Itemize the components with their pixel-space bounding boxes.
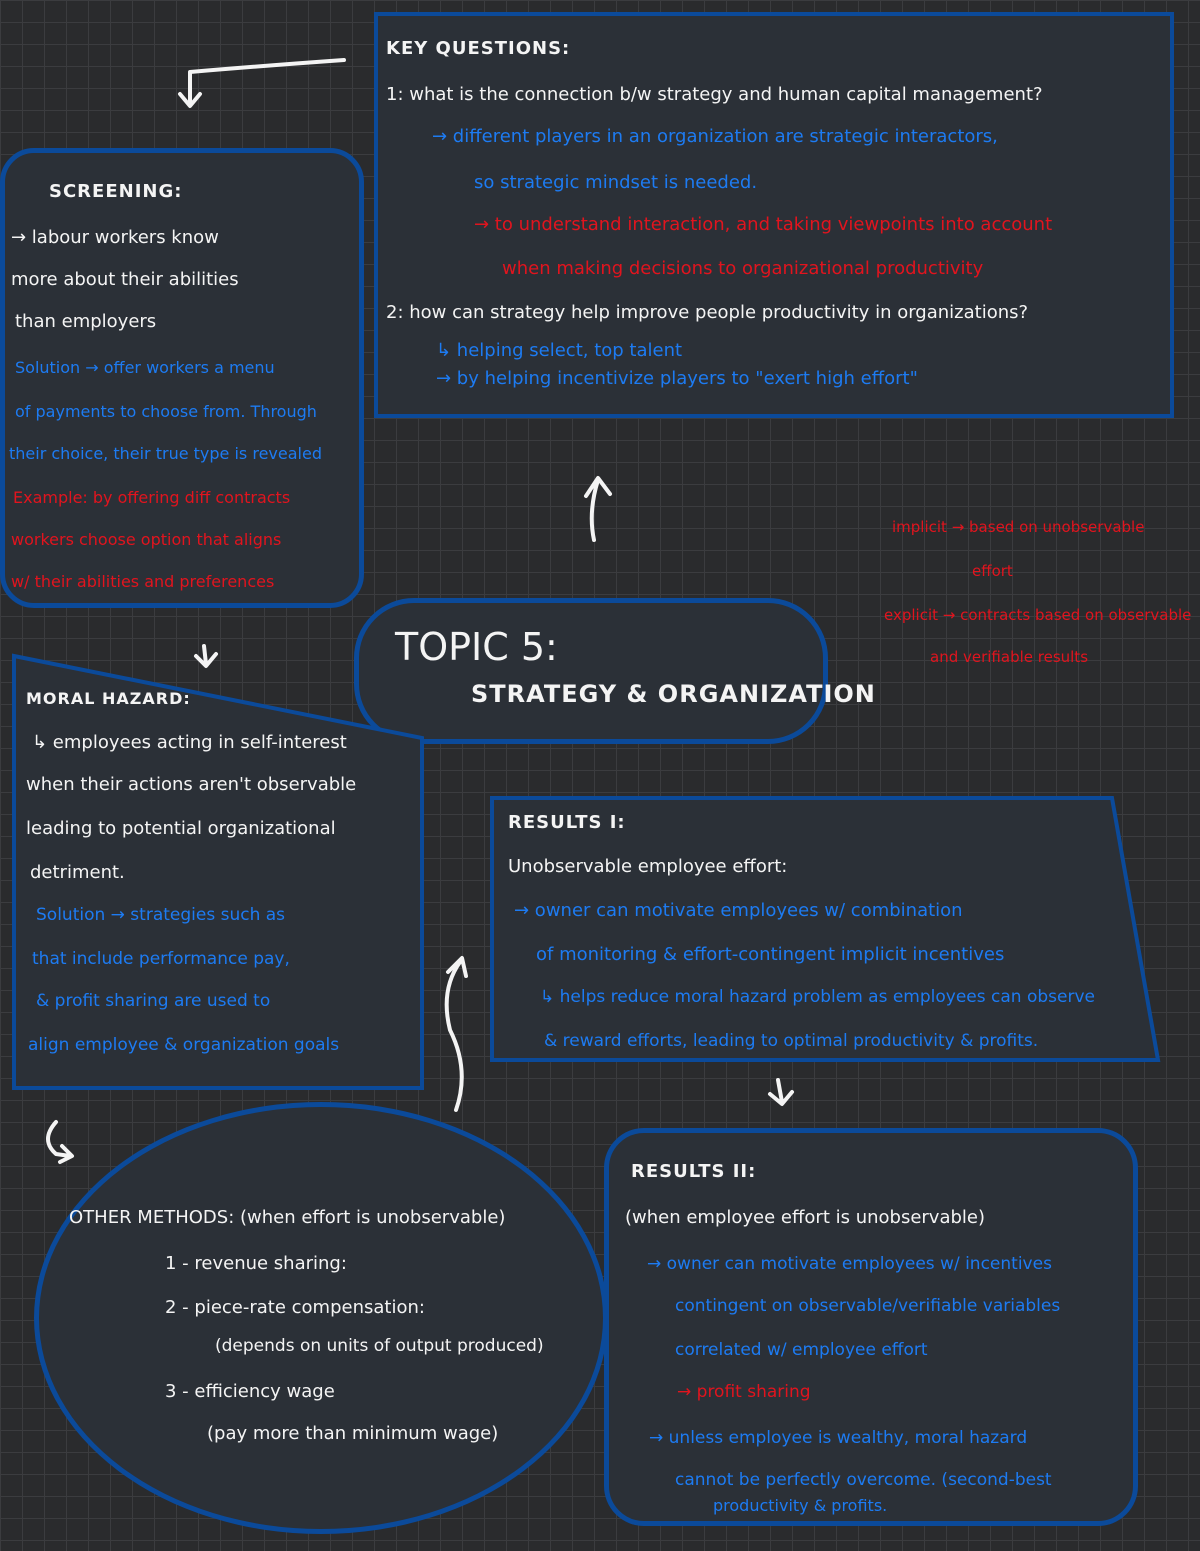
screening-line-1: → labour workers know xyxy=(11,227,219,248)
results-2-line-5: → profit sharing xyxy=(677,1382,811,1402)
topic-cloud: TOPIC 5: STRATEGY & ORGANIZATION xyxy=(354,598,875,744)
moral-hazard-line-4: detriment. xyxy=(30,862,125,883)
other-methods-line-1: 1 - revenue sharing: xyxy=(165,1253,347,1274)
moral-hazard-line-6: that include performance pay, xyxy=(32,949,290,969)
q2-answer-1: ↳ helping select, top talent xyxy=(436,340,683,361)
question-2: 2: how can strategy help improve people … xyxy=(386,302,1029,323)
key-questions-box: KEY QUESTIONS: 1: what is the connection… xyxy=(374,12,1174,418)
arrow-to-results-1 xyxy=(444,956,468,1112)
arrow-to-screening xyxy=(178,58,346,108)
moral-hazard-line-1: ↳ employees acting in self-interest xyxy=(32,732,347,753)
moral-hazard-line-5: Solution → strategies such as xyxy=(36,905,286,925)
q1-answer-2: so strategic mindset is needed. xyxy=(474,172,758,193)
moral-hazard-line-8: align employee & organization goals xyxy=(28,1035,340,1055)
results-2-line-1: (when employee effort is unobservable) xyxy=(625,1207,986,1228)
moral-hazard-line-7: & profit sharing are used to xyxy=(36,991,271,1011)
side-note-3: explicit → contracts based on observable xyxy=(884,606,1192,624)
question-1: 1: what is the connection b/w strategy a… xyxy=(386,84,1043,105)
results-2-line-6: → unless employee is wealthy, moral haza… xyxy=(649,1428,1028,1448)
results-2-line-4: correlated w/ employee effort xyxy=(675,1340,928,1360)
results-2-box: RESULTS II: (when employee effort is uno… xyxy=(604,1128,1138,1526)
results-1-line-1: Unobservable employee effort: xyxy=(508,856,788,877)
results-1-line-3: of monitoring & effort-contingent implic… xyxy=(536,944,1005,965)
side-note-4: and verifiable results xyxy=(930,648,1089,666)
q2-answer-2: → by helping incentivize players to "exe… xyxy=(436,368,918,389)
other-methods-line-2: 2 - piece-rate compensation: xyxy=(165,1297,425,1318)
arrow-to-key-questions xyxy=(584,476,612,542)
topic-subtitle: STRATEGY & ORGANIZATION xyxy=(471,680,876,708)
screening-line-9: w/ their abilities and preferences xyxy=(11,572,275,591)
other-methods-line-3: (depends on units of output produced) xyxy=(215,1336,544,1356)
screening-line-4: Solution → offer workers a menu xyxy=(15,358,275,377)
q1-answer-4: when making decisions to organizational … xyxy=(502,258,984,279)
q1-answer-3: → to understand interaction, and taking … xyxy=(474,214,1053,235)
other-methods-line-4: 3 - efficiency wage xyxy=(165,1381,335,1402)
screening-line-6: their choice, their true type is reveale… xyxy=(9,444,322,463)
arrow-to-results-2 xyxy=(768,1078,794,1106)
moral-hazard-heading: MORAL HAZARD: xyxy=(26,689,191,708)
results-2-line-2: → owner can motivate employees w/ incent… xyxy=(647,1254,1052,1274)
screening-line-5: of payments to choose from. Through xyxy=(15,402,317,421)
results-1-line-5: & reward efforts, leading to optimal pro… xyxy=(544,1031,1039,1051)
results-2-line-8: productivity & profits. xyxy=(713,1496,888,1515)
side-note-1: implicit → based on unobservable xyxy=(892,518,1145,536)
moral-hazard-line-2: when their actions aren't observable xyxy=(26,774,357,795)
screening-box: SCREENING: → labour workers know more ab… xyxy=(0,148,364,608)
results-2-line-3: contingent on observable/verifiable vari… xyxy=(675,1296,1061,1316)
results-2-heading: RESULTS II: xyxy=(631,1161,757,1182)
results-1-line-2: → owner can motivate employees w/ combin… xyxy=(514,900,963,921)
other-methods-ellipse: OTHER METHODS: (when effort is unobserva… xyxy=(34,1102,608,1534)
arrow-to-moral-hazard xyxy=(194,644,218,668)
topic-title: TOPIC 5: xyxy=(395,625,558,669)
screening-line-3: than employers xyxy=(15,311,157,332)
other-methods-line-5: (pay more than minimum wage) xyxy=(207,1423,499,1444)
screening-line-8: workers choose option that aligns xyxy=(11,530,282,549)
results-2-line-7: cannot be perfectly overcome. (second-be… xyxy=(675,1470,1052,1490)
arrow-to-other-methods xyxy=(46,1120,74,1164)
results-1-line-4: ↳ helps reduce moral hazard problem as e… xyxy=(540,987,1095,1007)
key-questions-heading: KEY QUESTIONS: xyxy=(386,38,571,59)
screening-line-7: Example: by offering diff contracts xyxy=(13,488,291,507)
q1-answer-1: → different players in an organization a… xyxy=(432,126,998,147)
screening-heading: SCREENING: xyxy=(49,181,183,202)
side-note-2: effort xyxy=(972,562,1013,580)
screening-line-2: more about their abilities xyxy=(11,269,239,290)
results-1-heading: RESULTS I: xyxy=(508,812,626,833)
moral-hazard-line-3: leading to potential organizational xyxy=(26,818,336,839)
other-methods-heading: OTHER METHODS: (when effort is unobserva… xyxy=(69,1207,506,1228)
